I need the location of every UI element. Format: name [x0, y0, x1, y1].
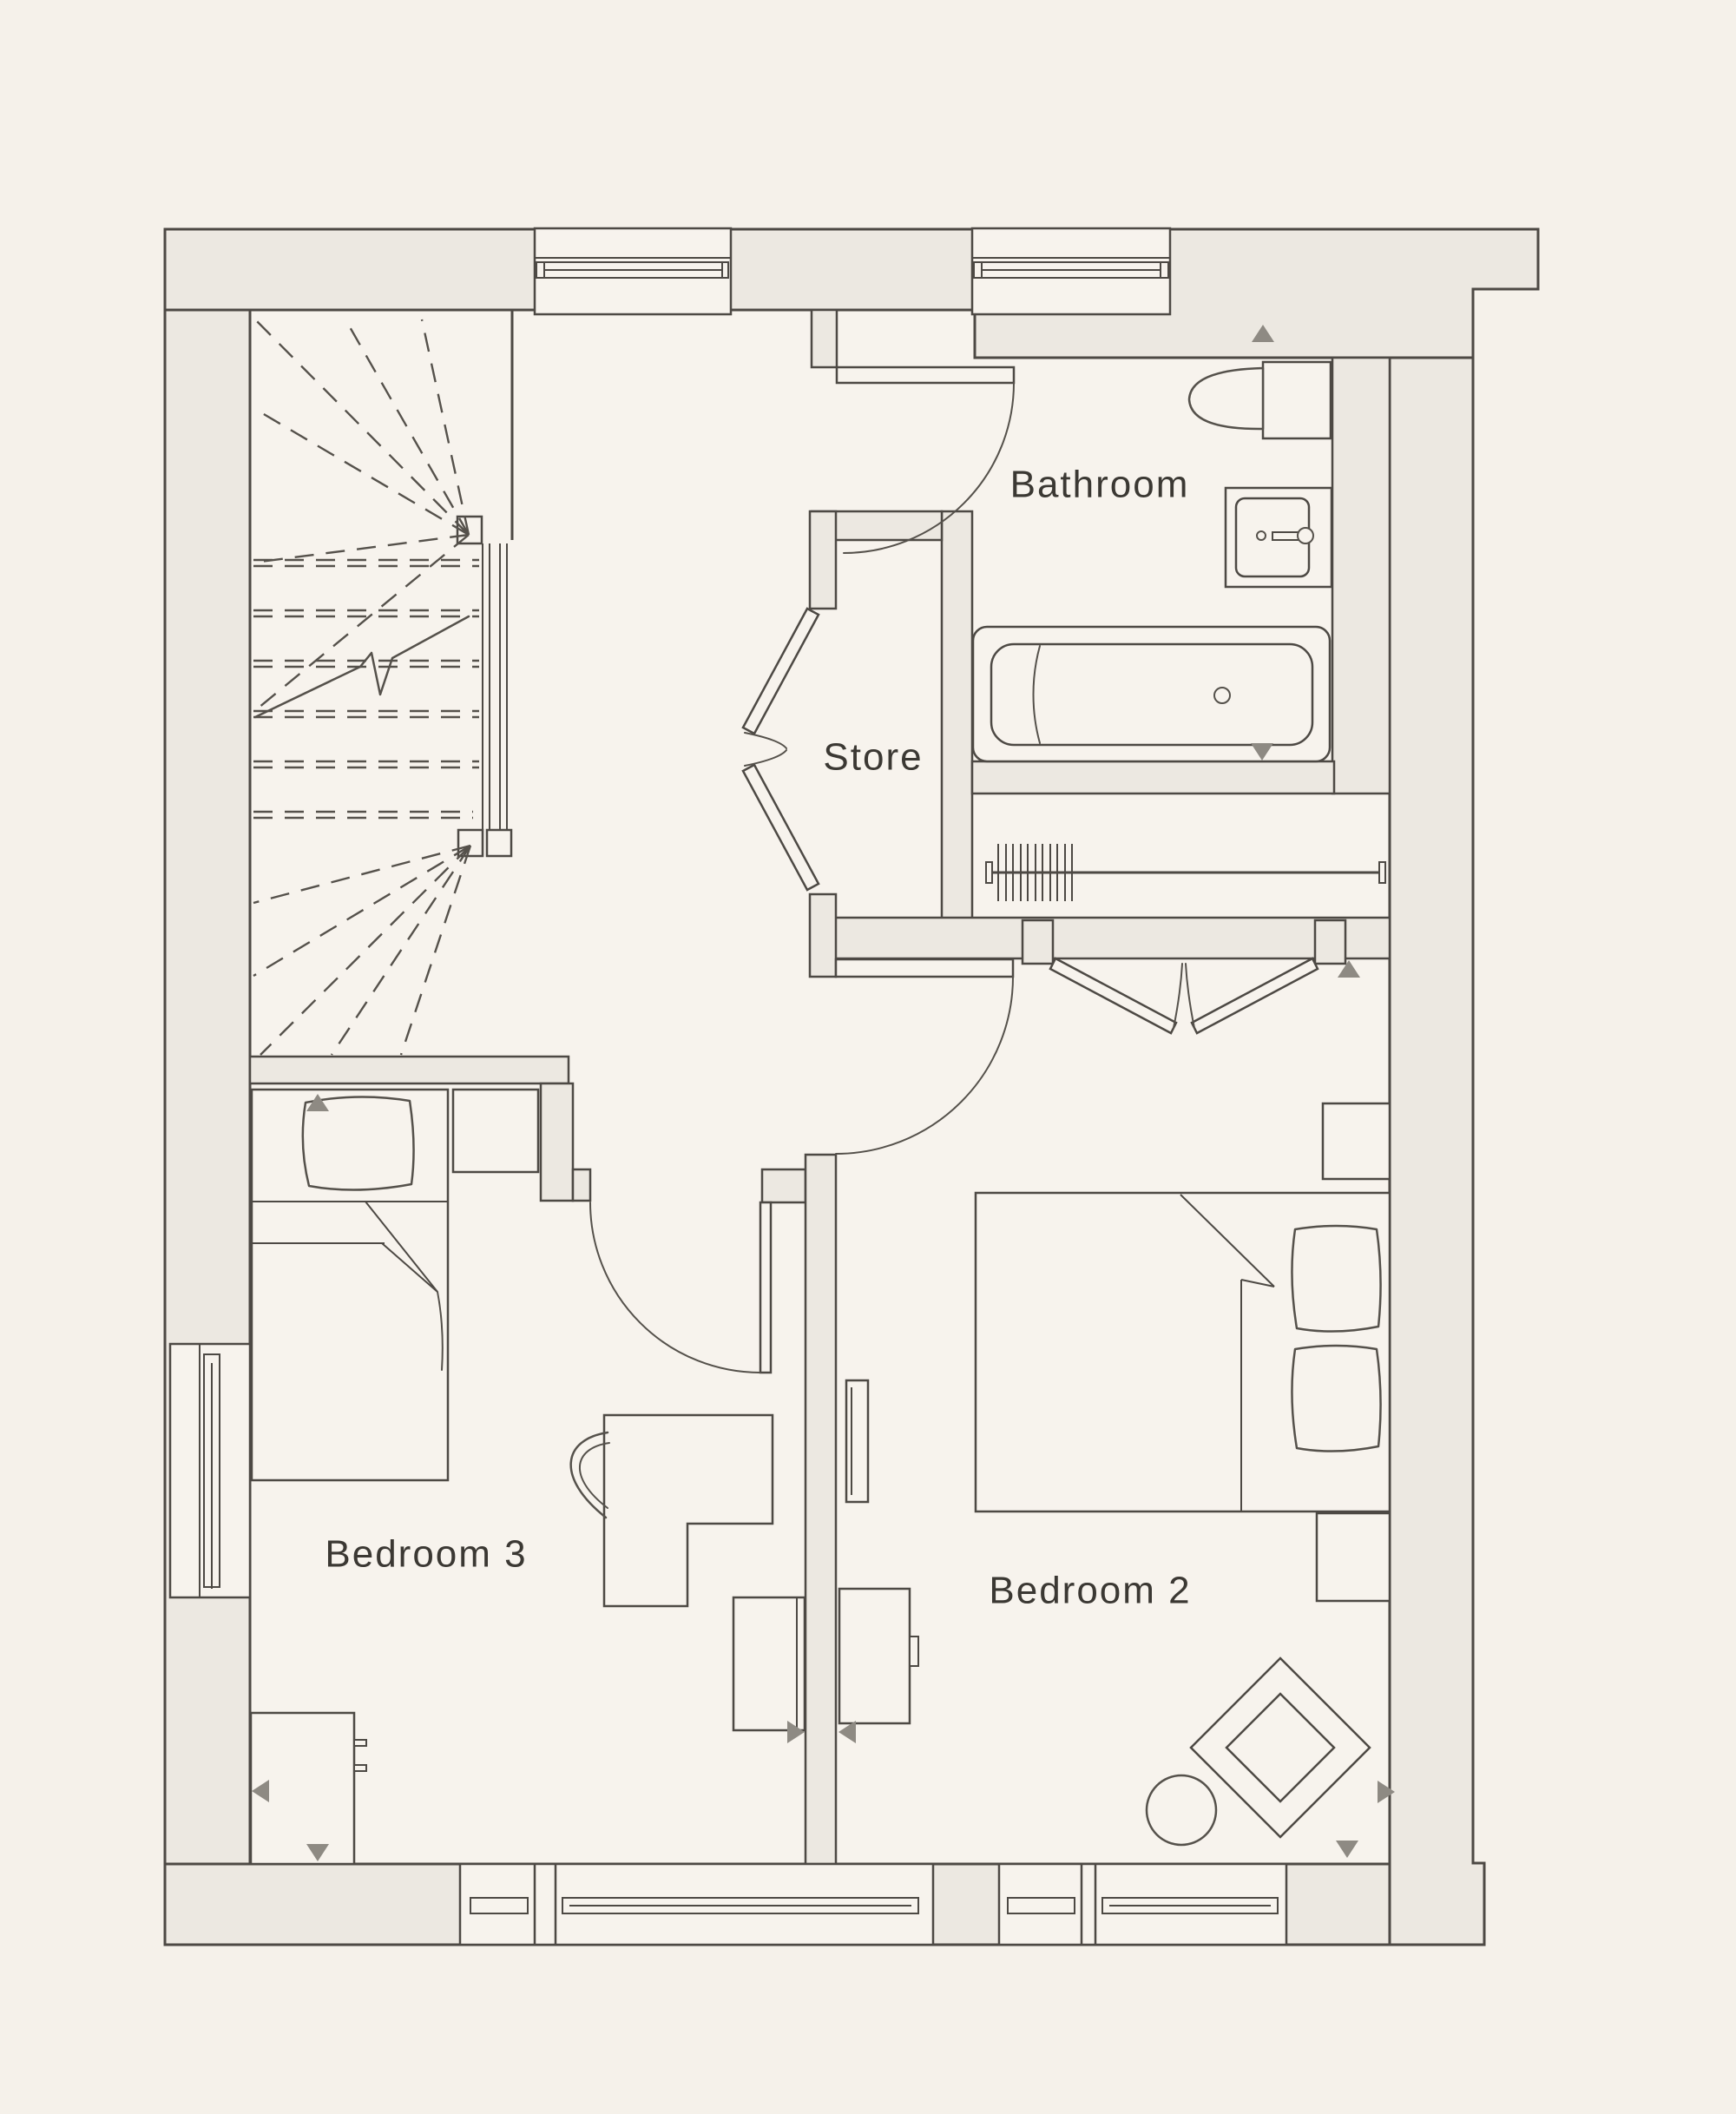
wall-bedroom3-jog-step [571, 1168, 592, 1202]
wall-store-bathroom-strip [940, 510, 974, 951]
wall-store-jamb-lower [808, 892, 838, 978]
desk-chair-seat [579, 1442, 610, 1509]
pillow-double-2 [1291, 1344, 1382, 1452]
bedroom2-door-leaf [834, 958, 1015, 978]
bedroom2-door-swing [835, 976, 1014, 1155]
window-bottom-bedroom3-glazing1 [470, 1897, 529, 1914]
room-label-bedroom3: Bedroom 3 [325, 1533, 527, 1576]
store-bifold-swing-lower [744, 749, 787, 767]
desk-bedroom3 [602, 1413, 774, 1608]
wall-left [163, 308, 252, 1866]
wall-bedrooms-separating [804, 1153, 838, 1866]
closet-door-leaf-right [1190, 957, 1319, 1035]
closet-door-leaf-left [1049, 957, 1178, 1035]
marker-bedroom2-down [1336, 1841, 1358, 1858]
marker-bedroom2-right [1378, 1781, 1395, 1803]
wall-bedroom3-door-block [760, 1168, 807, 1204]
stair-winder-ray [399, 845, 472, 1056]
wall-closet-jamb-left [1021, 919, 1055, 965]
stair-winder-ray [260, 845, 471, 1056]
marker-bedroom3-up [306, 1094, 329, 1111]
marker-bathroom-down [1251, 743, 1273, 761]
bedside-table-bedroom2-top [1321, 1102, 1391, 1181]
wardrobe-bedroom2 [838, 1587, 911, 1725]
bathtub-inner [990, 642, 1314, 747]
closet-rail-bracket-right [1378, 861, 1386, 884]
sink-plug [1256, 530, 1266, 541]
bed-single-fold1 [365, 1201, 438, 1293]
store-bifold-leaf-upper [741, 607, 820, 735]
bed-double-fold2 [1240, 1279, 1275, 1287]
stair-winder-ray [253, 844, 471, 905]
wardrobe-bedroom2-handle [909, 1636, 919, 1667]
sink-tap-knob [1297, 527, 1314, 544]
closet-rail-bracket-left [985, 861, 993, 884]
bed-single-fold2 [381, 1242, 438, 1293]
stair-winder-ray [253, 533, 470, 564]
toilet-cistern [1261, 360, 1332, 440]
store-bifold-leaf-lower [741, 763, 820, 892]
stair-winder-ray [254, 319, 470, 536]
bathroom-door-leaf [835, 366, 1016, 385]
bed-double-fold1 [1180, 1194, 1275, 1287]
stair-winder-ray [331, 845, 471, 1056]
bedside-table-bedroom2-bottom [1315, 1511, 1391, 1603]
marker-bedroom2-up [1338, 960, 1360, 978]
wall-bathroom-right-strip [1331, 356, 1391, 795]
bedroom3-door-leaf [759, 1201, 773, 1374]
wall-bathroom-door-stub [810, 308, 838, 369]
stair-winder-ray [253, 844, 471, 978]
bathtub-slope [1032, 645, 1041, 744]
wall-bedroom2-top [810, 916, 1391, 960]
bedside-table-bedroom3 [451, 1088, 540, 1174]
chest-bedroom3-handle1 [353, 1739, 367, 1747]
room-label-bedroom2: Bedroom 2 [989, 1570, 1191, 1612]
bathtub-drain [1213, 687, 1231, 704]
wall-store-jamb-upper [808, 510, 838, 610]
wall-bedroom3-jog [539, 1082, 575, 1202]
wardrobe-bedroom3 [732, 1596, 806, 1732]
bed-single-fold3 [437, 1291, 444, 1371]
wall-right [1388, 356, 1486, 1946]
stair-winder-ray [420, 319, 470, 536]
pillow-double-1 [1291, 1224, 1382, 1333]
marker-bedroom3-left [252, 1780, 269, 1802]
bedroom3-door-swing [589, 1202, 761, 1373]
mirror-bedroom2 [845, 1379, 870, 1504]
closet-door-swing-right [1185, 963, 1195, 1029]
marker-bedroom2-left [838, 1721, 856, 1743]
stair-winder-ray [253, 534, 470, 713]
wall-bathroom-bottom [970, 760, 1336, 795]
stair-newel-low2 [485, 828, 513, 858]
chest-bedroom3-handle2 [353, 1764, 367, 1772]
marker-bedroom3-down [306, 1844, 329, 1861]
toilet-bowl [1187, 366, 1265, 431]
wall-closet-jamb-right [1313, 919, 1347, 965]
stair-winder-ray [253, 406, 470, 537]
room-label-store: Store [823, 736, 923, 779]
room-label-bathroom: Bathroom [1010, 464, 1190, 506]
desk-chair-back [569, 1431, 609, 1519]
marker-bathroom-up [1252, 325, 1274, 342]
store-bifold-swing-upper [744, 732, 787, 749]
pillow-single [301, 1096, 415, 1191]
stair-winder-ray [344, 319, 470, 536]
chair-bedroom2-inner [1225, 1692, 1336, 1803]
side-table-bedroom2 [1145, 1774, 1218, 1847]
wall-bedroom3-top [248, 1055, 570, 1085]
marker-bedroom3-right [787, 1721, 805, 1743]
stair-break-line [253, 615, 470, 719]
bathroom-door-swing [843, 382, 1015, 554]
stair-newel-low1 [457, 828, 484, 858]
window-bottom-bedroom2-glazing1 [1007, 1897, 1075, 1914]
closet-door-swing-left [1173, 963, 1183, 1029]
